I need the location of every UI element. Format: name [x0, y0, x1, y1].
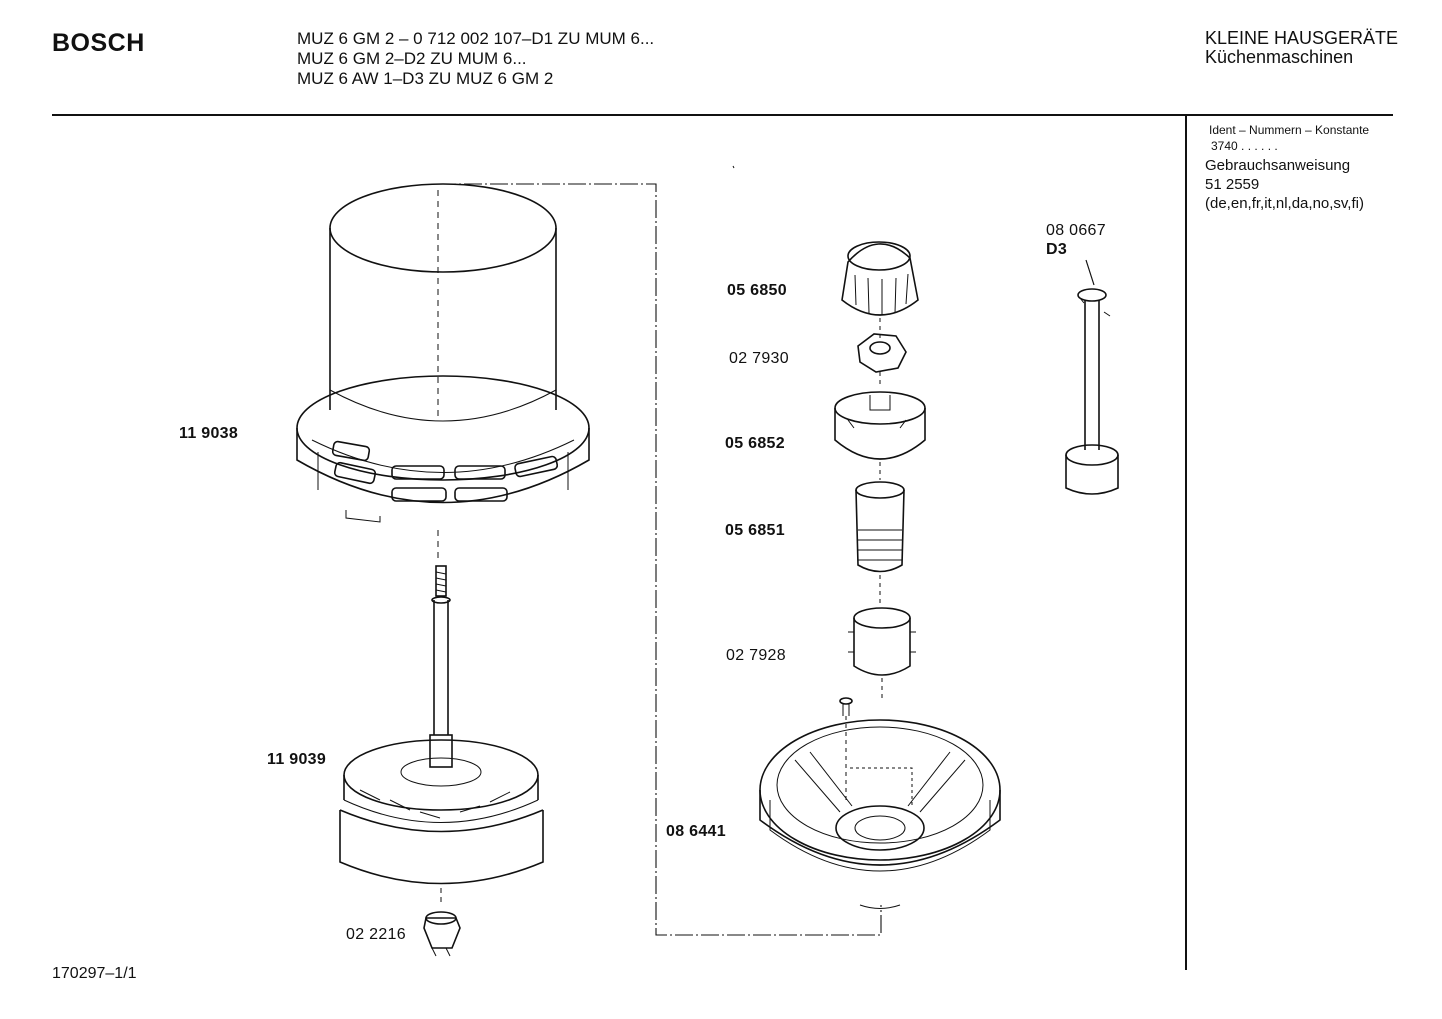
manual-languages: (de,en,fr,it,nl,da,no,sv,fi) [1205, 195, 1364, 212]
label-part-02-7930: 02 7930 [729, 350, 789, 367]
part-bushing-drawing [848, 607, 916, 676]
part-screw-drawing [839, 697, 853, 716]
category-subtitle: Küchenmaschinen [1205, 47, 1354, 67]
manual-title: Gebrauchsanweisung [1205, 157, 1351, 174]
model-line-3: MUZ 6 AW 1–D3 ZU MUZ 6 GM 2 [297, 69, 554, 88]
label-part-08-0667: 08 0667 [1046, 222, 1106, 239]
label-part-05-6852: 05 6852 [725, 435, 785, 452]
label-part-08-6441: 08 6441 [666, 823, 726, 840]
part-sleeve-drawing [855, 481, 905, 573]
model-line-1: MUZ 6 GM 2 – 0 712 002 107–D1 ZU MUM 6..… [297, 29, 655, 48]
part-grinding-disc-drawing [339, 565, 544, 885]
manual-number: 51 2559 [1205, 176, 1260, 193]
model-line-2: MUZ 6 GM 2–D2 ZU MUM 6... [297, 49, 527, 68]
label-part-02-2216: 02 2216 [346, 926, 406, 943]
ident-value: 3740 . . . . . . [1211, 139, 1278, 153]
label-part-11-9039: 11 9039 [267, 751, 327, 768]
label-part-02-7928: 02 7928 [726, 647, 786, 664]
label-part-05-6851: 05 6851 [725, 522, 785, 539]
category-title: KLEINE HAUSGERÄTE [1205, 28, 1399, 48]
part-knob-drawing [841, 241, 919, 316]
label-part-05-6850: 05 6850 [727, 282, 787, 299]
header-divider [52, 114, 1393, 116]
ident-title: Ident – Nummern – Konstante [1209, 123, 1370, 137]
part-bowl-drawing [296, 183, 590, 523]
category-block: KLEINE HAUSGERÄTE Küchenmaschinen [1205, 29, 1398, 67]
label-part-08-0667-variant: D3 [1046, 241, 1068, 258]
sidebar-divider [1185, 116, 1187, 970]
label-part-11-9038: 11 9038 [179, 425, 239, 442]
document-id: 170297–1/1 [52, 965, 137, 982]
part-nut-drawing [423, 911, 461, 957]
part-base-drawing [759, 719, 1001, 909]
part-hex-nut-drawing [857, 333, 907, 373]
part-cap-drawing [834, 391, 926, 460]
model-list: MUZ 6 GM 2 – 0 712 002 107–D1 ZU MUM 6..… [297, 29, 654, 89]
part-tool-rod-drawing [1065, 259, 1119, 495]
brand-logo: BOSCH [52, 29, 145, 57]
